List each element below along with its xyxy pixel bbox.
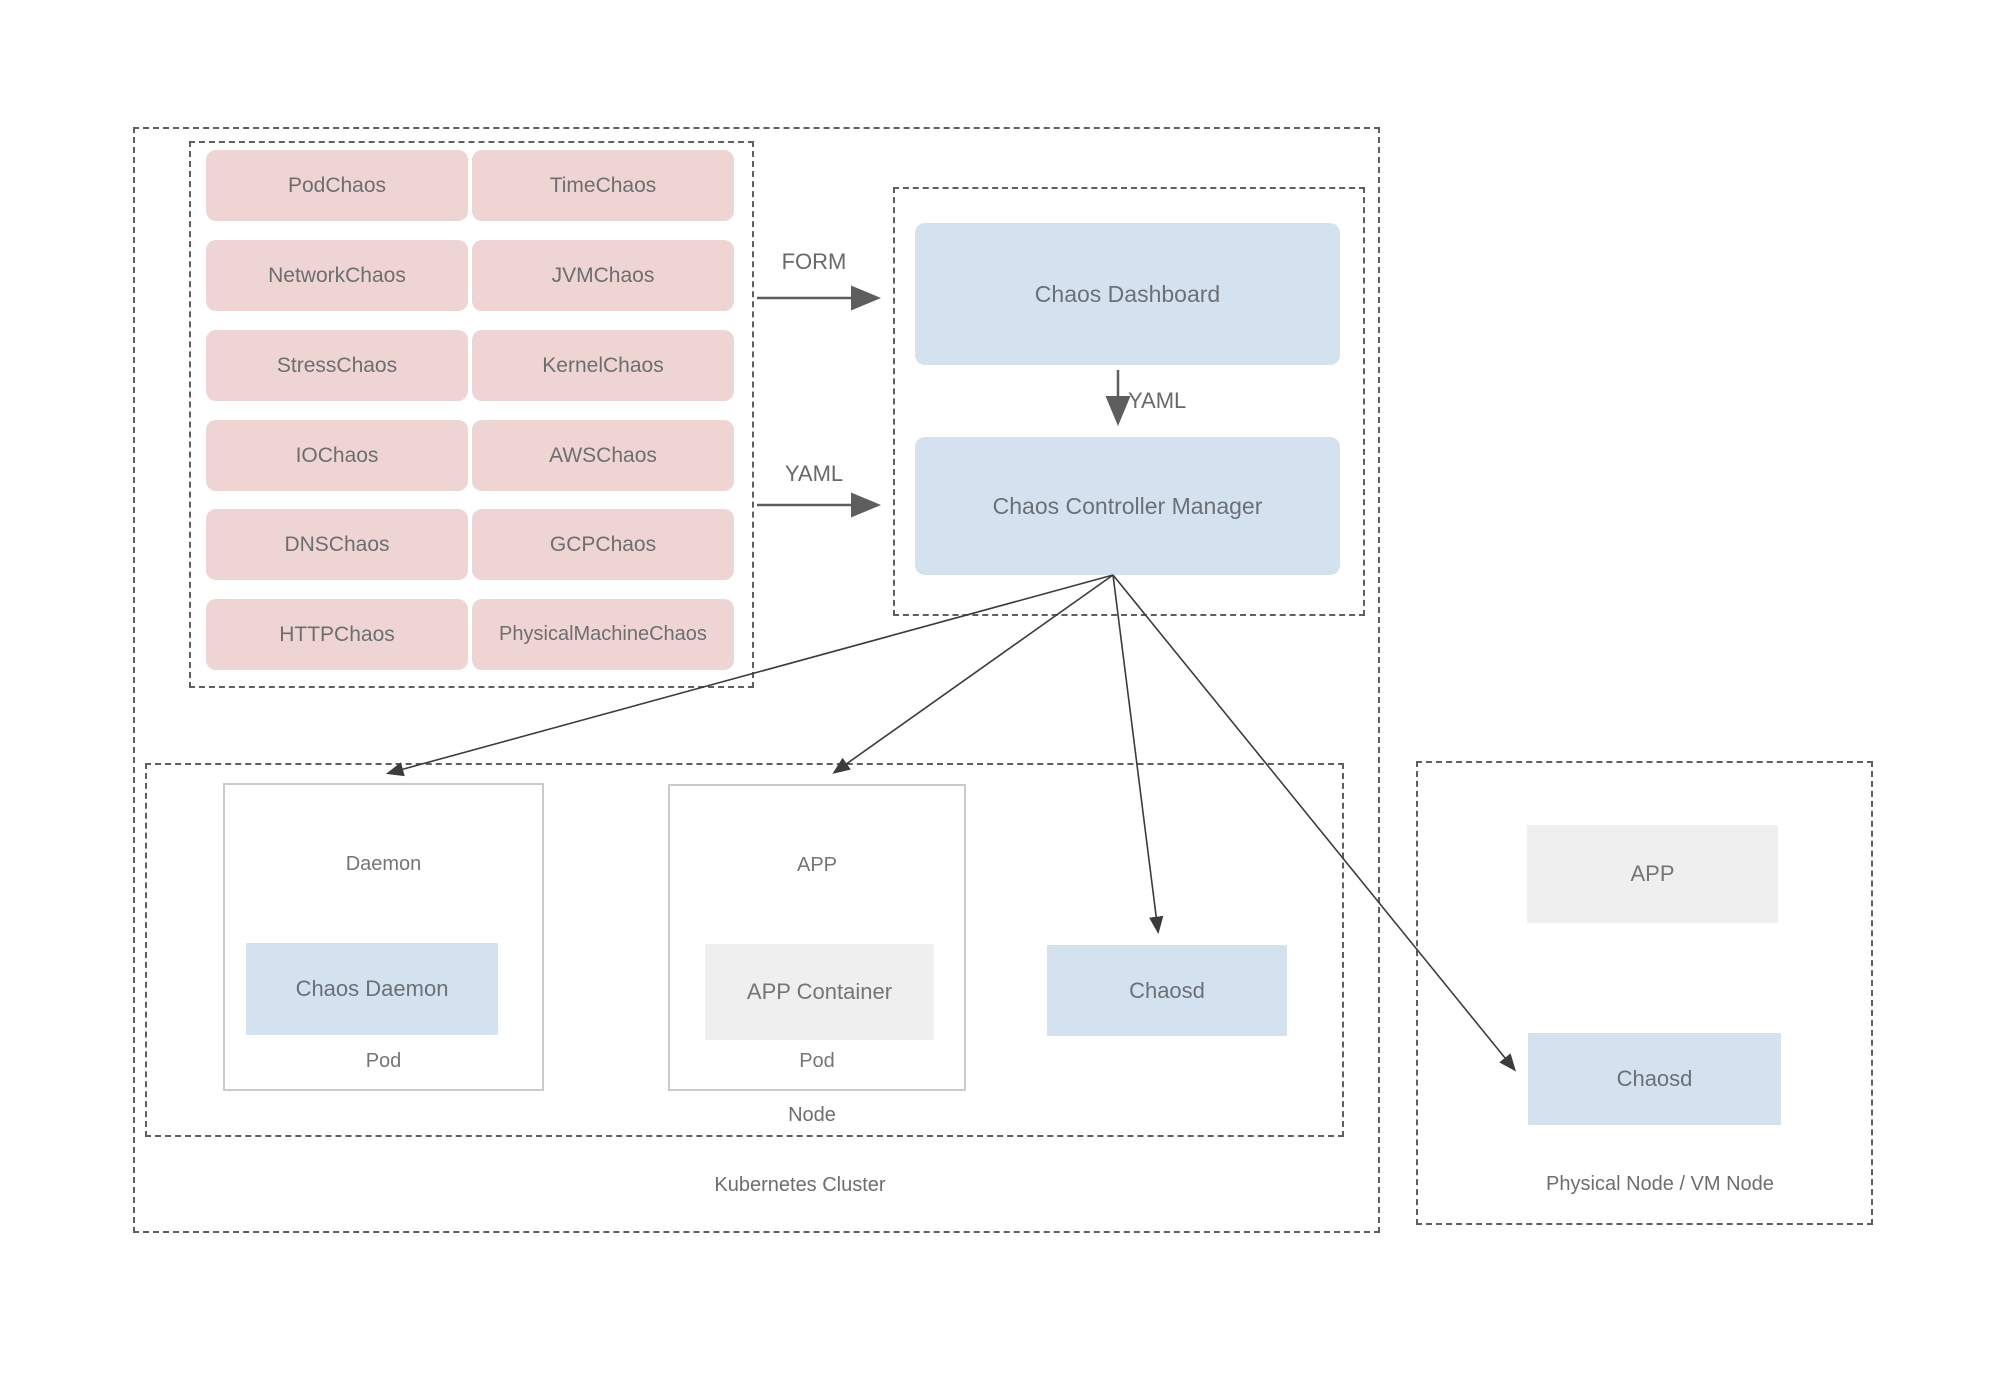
app-container-box: APP Container bbox=[705, 944, 934, 1040]
chaos-type-podchaos: PodChaos bbox=[206, 150, 468, 221]
chaos-type-jvmchaos: JVMChaos bbox=[472, 240, 734, 311]
chaos-type-networkchaos: NetworkChaos bbox=[206, 240, 468, 311]
daemon-pod-box: Daemon Chaos Daemon Pod bbox=[223, 783, 544, 1091]
yaml-dashboard-arrow-label: YAML bbox=[1128, 388, 1187, 413]
app-pod-box: APP APP Container Pod bbox=[668, 784, 966, 1091]
kubernetes-cluster-label: Kubernetes Cluster bbox=[714, 1174, 886, 1196]
app-pod-footer: Pod bbox=[799, 1050, 835, 1072]
chaos-type-kernelchaos: KernelChaos bbox=[472, 330, 734, 401]
physical-node-label: Physical Node / VM Node bbox=[1546, 1173, 1774, 1195]
yaml-input-arrow-label: YAML bbox=[784, 461, 844, 486]
chaos-type-iochaos: IOChaos bbox=[206, 420, 468, 491]
chaos-type-physicalmachinechaos: PhysicalMachineChaos bbox=[472, 599, 734, 670]
chaos-type-awschaos: AWSChaos bbox=[472, 420, 734, 491]
chaos-type-stresschaos: StressChaos bbox=[206, 330, 468, 401]
chaos-type-gcpchaos: GCPChaos bbox=[472, 509, 734, 580]
daemon-pod-title: Daemon bbox=[345, 853, 422, 875]
chaos-type-timechaos: TimeChaos bbox=[472, 150, 734, 221]
physical-app-box: APP bbox=[1527, 825, 1778, 923]
node-label: Node bbox=[788, 1104, 836, 1126]
chaos-dashboard-box: Chaos Dashboard bbox=[915, 223, 1340, 365]
physical-chaosd-box: Chaosd bbox=[1528, 1033, 1781, 1125]
chaos-daemon-box: Chaos Daemon bbox=[246, 943, 498, 1035]
chaos-type-httpchaos: HTTPChaos bbox=[206, 599, 468, 670]
daemon-pod-footer: Pod bbox=[365, 1050, 402, 1072]
form-arrow-label: FORM bbox=[781, 249, 847, 274]
chaos-controller-manager-box: Chaos Controller Manager bbox=[915, 437, 1340, 575]
app-pod-title: APP bbox=[796, 854, 838, 876]
chaosd-node-box: Chaosd bbox=[1047, 945, 1287, 1036]
chaos-type-dnschaos: DNSChaos bbox=[206, 509, 468, 580]
